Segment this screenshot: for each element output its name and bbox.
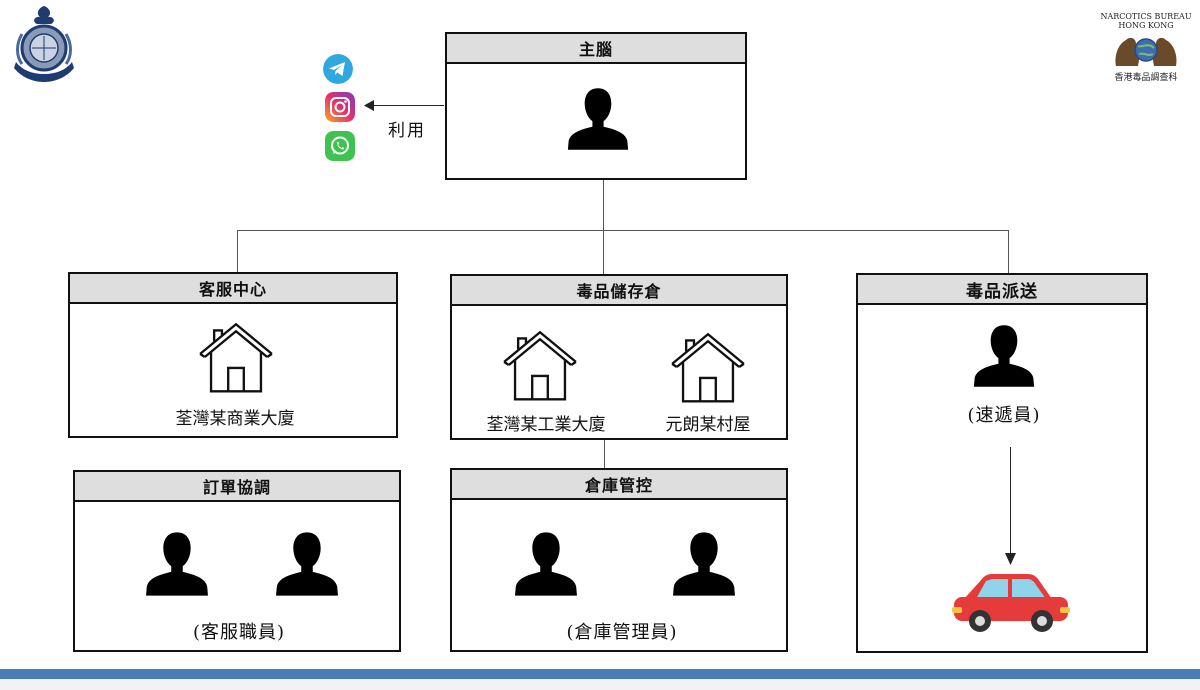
drug-delivery-title: 毒品派送 [858, 275, 1146, 305]
connector-to-storage [603, 230, 604, 275]
police-crest-logo [14, 6, 74, 82]
whatsapp-icon [325, 131, 355, 161]
order-coordination-box: 訂單協調 (客服職員) [73, 470, 401, 652]
drug-delivery-box: 毒品派送 (速遞員) [856, 273, 1148, 653]
bottom-margin [0, 679, 1200, 690]
warehouse-control-box: 倉庫管控 (倉庫管理員) [450, 468, 788, 652]
use-arrow-line [372, 105, 444, 106]
boss-title: 主腦 [447, 34, 745, 64]
customer-service-title: 客服中心 [70, 274, 396, 304]
connector-top-bar [237, 230, 1009, 231]
connector-boss-down [603, 178, 604, 230]
boss-box: 主腦 [445, 32, 747, 180]
courier-role: (速遞員) [967, 405, 1041, 426]
nb-logo-line-1: NARCOTICS BUREAU [1100, 12, 1192, 21]
use-arrow-head-icon [364, 100, 374, 111]
delivery-arrow-head-icon [1005, 553, 1016, 565]
customer-service-location: 荃灣某商業大廈 [175, 409, 295, 429]
bottom-accent-bar [0, 669, 1200, 679]
storage-house-2-icon [668, 328, 748, 406]
warehouse-manager-role: (倉庫管理員) [566, 622, 678, 643]
use-label: 利用 [388, 121, 426, 141]
cs-staff-person-2-icon [269, 528, 345, 600]
warehouse-manager-person-2-icon [666, 528, 742, 600]
courier-person-icon [966, 321, 1042, 391]
storage-location-2: 元朗某村屋 [665, 415, 751, 435]
warehouse-control-title: 倉庫管控 [452, 470, 786, 500]
boss-person-icon [562, 84, 634, 154]
instagram-icon [325, 92, 355, 122]
cs-staff-role: (客服職員) [192, 622, 286, 643]
narcotics-bureau-logo: NARCOTICS BUREAU HONG KONG 香港毒品調查科 [1098, 6, 1194, 84]
connector-to-delivery [1008, 230, 1009, 274]
customer-service-box: 客服中心 荃灣某商業大廈 [68, 272, 398, 438]
delivery-arrow-line [1010, 447, 1011, 555]
warehouse-manager-person-1-icon [508, 528, 584, 600]
connector-storage-to-warehouse [604, 439, 605, 468]
customer-service-house-icon [196, 318, 276, 396]
drug-storage-box: 毒品儲存倉 荃灣某工業大廈 元朗某村屋 [450, 274, 788, 440]
storage-location-1: 荃灣某工業大廈 [486, 415, 606, 435]
nb-logo-line-2: HONG KONG [1118, 21, 1174, 30]
order-coordination-title: 訂單協調 [75, 472, 399, 502]
storage-house-1-icon [500, 326, 580, 404]
drug-storage-title: 毒品儲存倉 [452, 276, 786, 306]
nb-logo-chinese: 香港毒品調查科 [1114, 73, 1178, 83]
car-icon [952, 574, 1070, 632]
telegram-icon [323, 54, 353, 84]
connector-to-customer [237, 230, 238, 273]
nb-lions-crest-icon [1115, 37, 1177, 66]
cs-staff-person-1-icon [139, 528, 215, 600]
